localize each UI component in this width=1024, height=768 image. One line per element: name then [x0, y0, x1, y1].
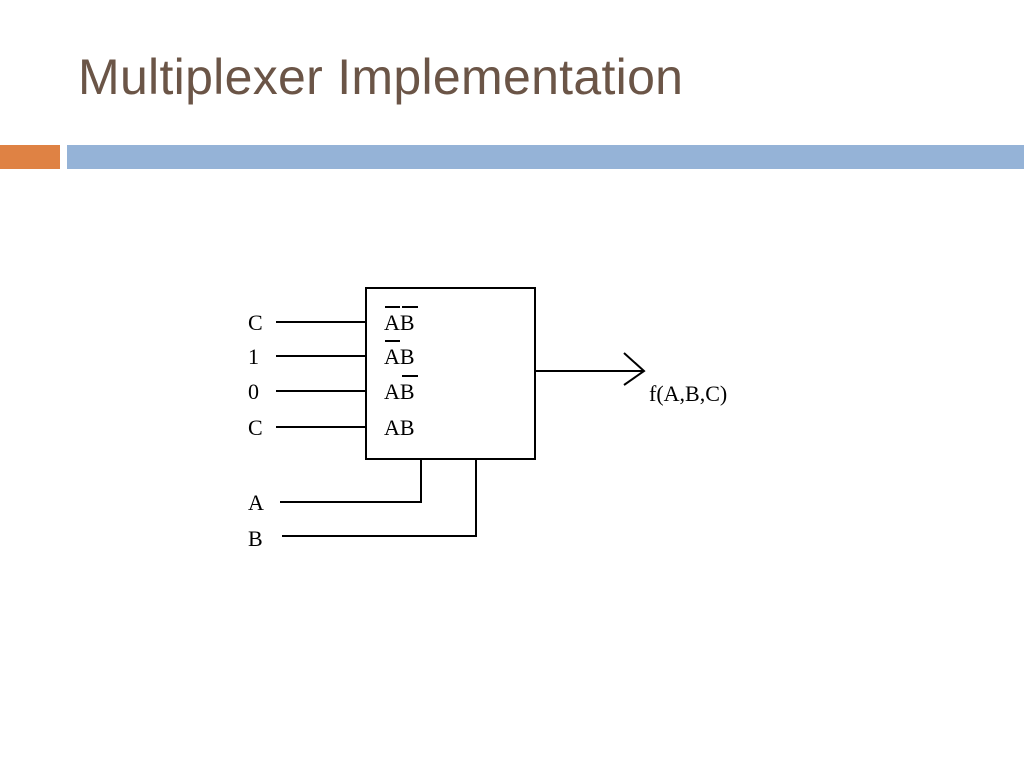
- data-input-label: 0: [248, 379, 259, 404]
- select-term-label: AB: [384, 415, 415, 440]
- select-term-label: AB: [384, 344, 415, 369]
- data-input-label: C: [248, 310, 263, 335]
- output-arrow-icon: [623, 352, 646, 386]
- select-term-label: AB: [384, 379, 415, 404]
- select-term-label: AB: [384, 310, 415, 335]
- header-bar: [67, 145, 1024, 169]
- accent-bar: [0, 145, 60, 169]
- select-line-b: [282, 459, 477, 537]
- output-label: f(A,B,C): [649, 381, 727, 406]
- select-line-a: [280, 459, 422, 503]
- data-input-label: 1: [248, 344, 259, 369]
- slide-title: Multiplexer Implementation: [78, 49, 684, 105]
- mux-block: [365, 287, 536, 460]
- select-input-label: B: [248, 526, 263, 551]
- data-input-label: C: [248, 415, 263, 440]
- select-input-label: A: [248, 490, 264, 515]
